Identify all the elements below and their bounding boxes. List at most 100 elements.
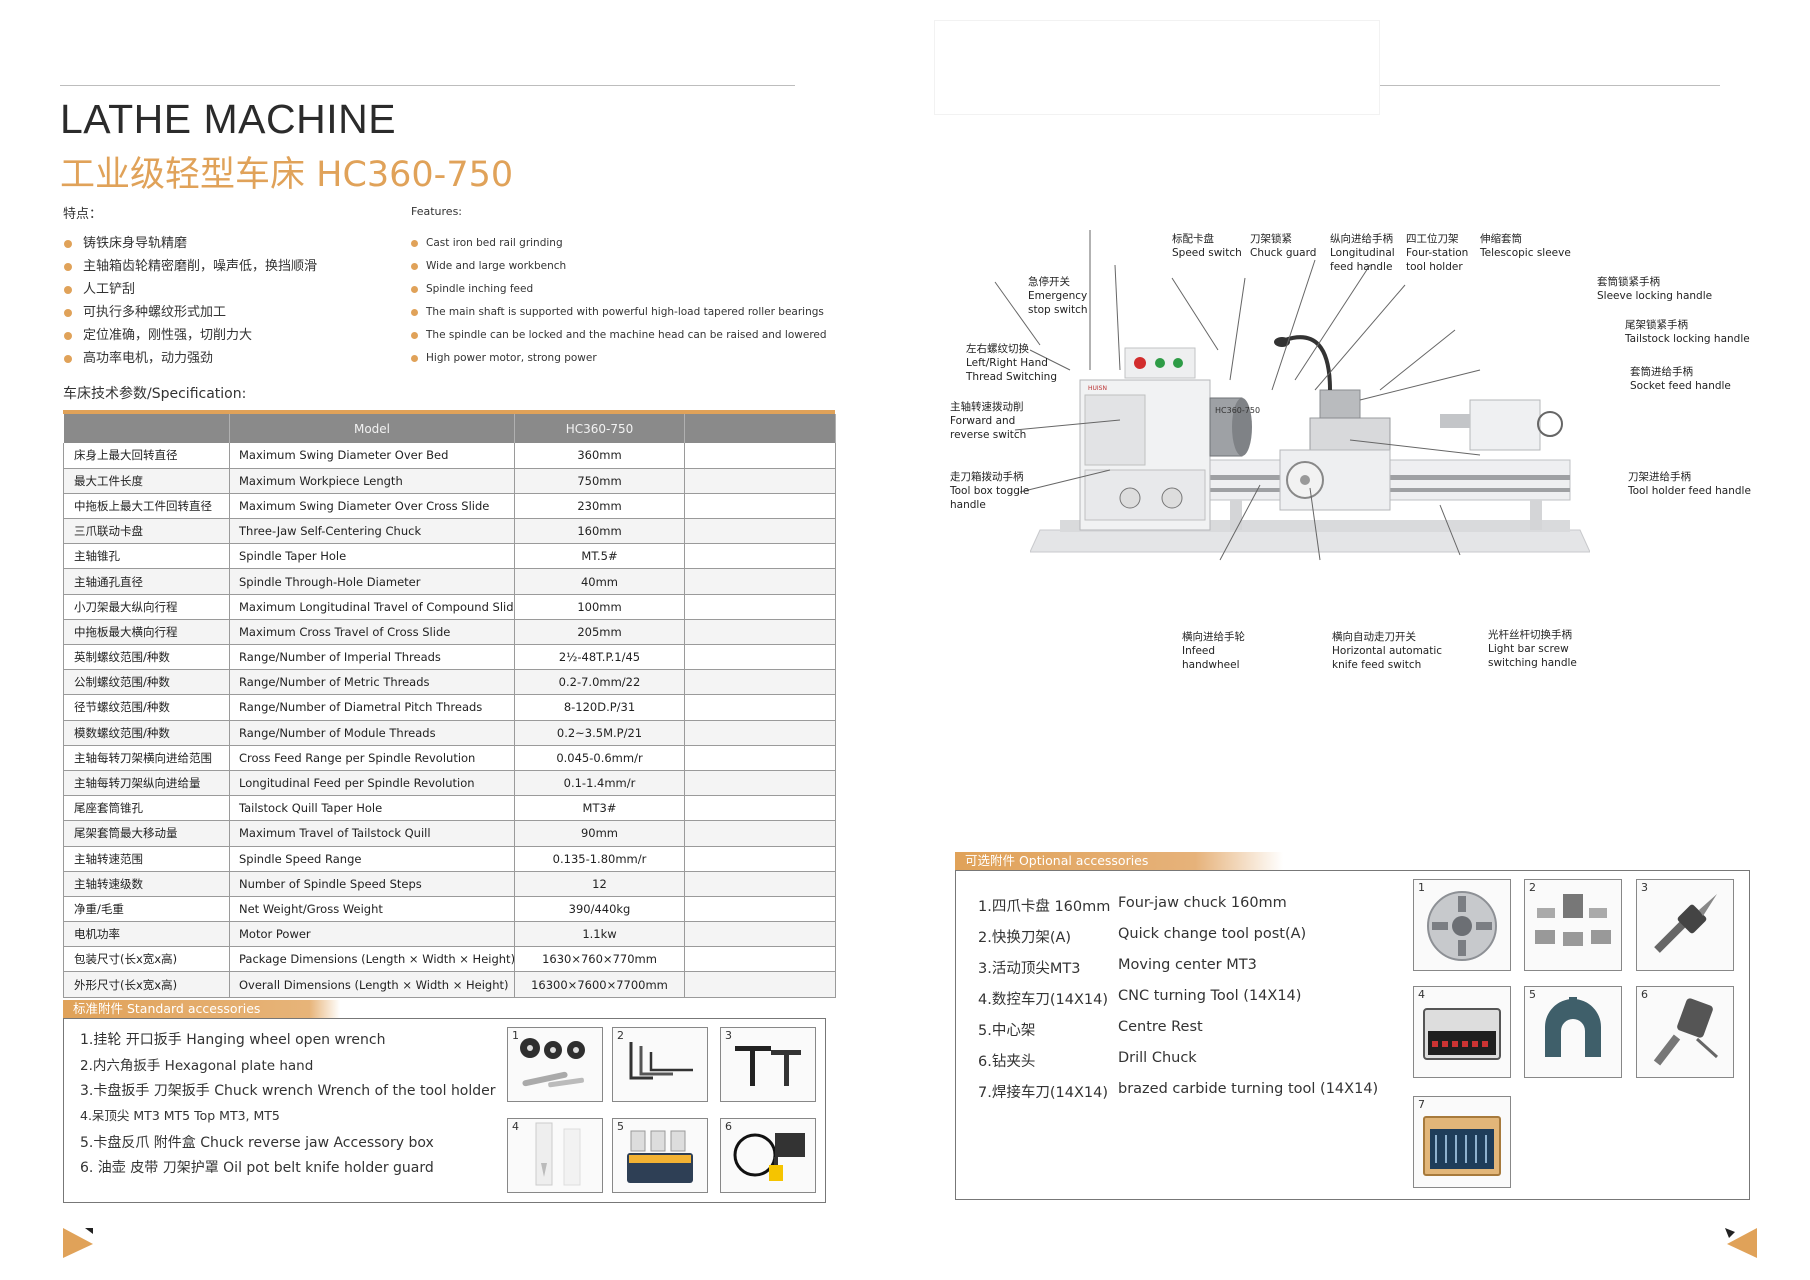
spec-cell-en: Package Dimensions (Length × Width × Hei… bbox=[229, 946, 515, 973]
optional-item-en: Drill Chuck bbox=[1118, 1050, 1197, 1066]
standard-accessories-heading: 标准附件 Standard accessories bbox=[63, 1000, 833, 1018]
spec-cell-en: Motor Power bbox=[229, 921, 515, 948]
spec-cell-value: 100mm bbox=[514, 594, 685, 620]
centre-rest-icon bbox=[1545, 997, 1601, 1057]
spec-cell-value: 2½-48T.P.1/45 bbox=[514, 644, 685, 671]
spec-cell-value: 750mm bbox=[514, 468, 685, 494]
carbide-tool-case-icon bbox=[1423, 1116, 1501, 1176]
spec-cell-en: Range/Number of Imperial Threads bbox=[229, 644, 515, 671]
spec-cell-cn: 三爪联动卡盘 bbox=[63, 518, 230, 545]
spec-cell-cn: 床身上最大回转直径 bbox=[63, 443, 230, 469]
label-socket-feed: 套筒进给手柄 Socket feed handle bbox=[1630, 366, 1731, 392]
spec-cell-value: 8-120D.P/31 bbox=[514, 694, 685, 721]
spec-cell-cn: 模数螺纹范围/种数 bbox=[63, 720, 230, 746]
spec-cell-en: Maximum Cross Travel of Cross Slide bbox=[229, 619, 515, 646]
spec-cell-en: Maximum Longitudinal Travel of Compound … bbox=[229, 594, 515, 620]
spec-title: 车床技术参数/Specification: bbox=[63, 386, 247, 402]
spec-cell-cn: 中拖板上最大工件回转直径 bbox=[63, 493, 230, 520]
label-sleeve-locking: 套筒锁紧手柄 Sleeve locking handle bbox=[1597, 276, 1713, 302]
spec-cell-cn: 公制螺纹范围/种数 bbox=[63, 669, 230, 696]
header-rule-right bbox=[1380, 85, 1720, 86]
label-longitudinal-feed: 纵向进给手柄 Longitudinal feed handle bbox=[1330, 233, 1395, 273]
accessory-box-icon bbox=[627, 1130, 693, 1183]
accessory-thumb-oil-pot: 6 bbox=[720, 1118, 816, 1193]
spec-cell-value: 0.2~3.5M.P/21 bbox=[514, 720, 685, 746]
standard-accessory-line: 3.卡盘扳手 刀架扳手 Chuck wrench Wrench of the t… bbox=[80, 1083, 496, 1099]
feature-en-item: The spindle can be locked and the machin… bbox=[410, 324, 827, 347]
feature-en-item: High power motor, strong power bbox=[410, 347, 827, 370]
spec-cell-cn: 小刀架最大纵向行程 bbox=[63, 594, 230, 620]
spec-cell-en: Range/Number of Metric Threads bbox=[229, 669, 515, 696]
optional-thumb-cnc-tool: 4 bbox=[1413, 986, 1511, 1078]
spec-cell-en: Cross Feed Range per Spindle Revolution bbox=[229, 745, 515, 771]
spec-row: 外形尺寸(长x宽x高)Overall Dimensions (Length × … bbox=[63, 971, 836, 998]
features-en-list: Cast iron bed rail grinding Wide and lar… bbox=[410, 232, 827, 370]
spec-cell-value: 16300×7600×7700mm bbox=[514, 971, 685, 998]
features-en-label: Features: bbox=[411, 205, 463, 218]
spec-cell-value: 90mm bbox=[514, 820, 685, 847]
spec-cell-cn: 中拖板最大横向行程 bbox=[63, 619, 230, 646]
oil-pot-icon bbox=[733, 1133, 805, 1181]
spec-cell-en: Maximum Swing Diameter Over Bed bbox=[229, 443, 515, 469]
spec-cell-cn: 主轴转速级数 bbox=[63, 871, 230, 897]
feature-en-item: The main shaft is supported with powerfu… bbox=[410, 301, 827, 324]
spec-cell-cn: 英制螺纹范围/种数 bbox=[63, 644, 230, 671]
page-subtitle: 工业级轻型车床 HC360-750 bbox=[60, 155, 514, 195]
accessory-thumb-hex-keys: 2 bbox=[612, 1027, 708, 1102]
gear-wheels-icon bbox=[520, 1038, 585, 1088]
optional-item-en: Quick change tool post(A) bbox=[1118, 926, 1307, 942]
spec-cell-value: 160mm bbox=[514, 518, 685, 545]
spec-cell-value: 0.135-1.80mm/r bbox=[514, 846, 685, 872]
optional-item-cn: 2.快换刀架(A) bbox=[978, 930, 1072, 946]
spec-cell-value: 360mm bbox=[514, 443, 685, 469]
spec-cell-value: MT3# bbox=[514, 795, 685, 822]
optional-accessories-box: 1.四爪卡盘 160mm Four-jaw chuck 160mm 2.快换刀架(A… bbox=[955, 870, 1750, 1200]
optional-item-cn: 1.四爪卡盘 160mm bbox=[978, 899, 1111, 915]
label-light-bar-screw: 光杆丝杆切换手柄 Light bar screw switching handl… bbox=[1488, 629, 1577, 669]
spec-cell-value: 12 bbox=[514, 871, 685, 897]
feature-en-item: Cast iron bed rail grinding bbox=[410, 232, 827, 255]
spec-cell-en: Three-Jaw Self-Centering Chuck bbox=[229, 518, 515, 545]
standard-accessory-line: 5.卡盘反爪 附件盒 Chuck reverse jaw Accessory b… bbox=[80, 1135, 434, 1151]
header-blank-box bbox=[934, 20, 1380, 115]
spec-cell-value: 0.045-0.6mm/r bbox=[514, 745, 685, 771]
spec-cell-value: MT.5# bbox=[514, 543, 685, 570]
optional-item-en: Four-jaw chuck 160mm bbox=[1118, 895, 1287, 911]
spec-cell-en: Spindle Taper Hole bbox=[229, 543, 515, 570]
features-cn-label: 特点： bbox=[63, 207, 103, 222]
optional-accessories-heading: 可选附件 Optional accessories bbox=[955, 852, 1755, 870]
label-tailstock-locking: 尾架锁紧手柄 Tailstock locking handle bbox=[1625, 319, 1750, 345]
dead-center-icon bbox=[535, 1122, 581, 1186]
spec-cell-cn: 包装尺寸(长x宽x高) bbox=[63, 946, 230, 973]
label-infeed-handwheel: 横向进给手轮 Infeed handwheel bbox=[1182, 631, 1245, 671]
optional-item-cn: 4.数控车刀(14X14) bbox=[978, 992, 1108, 1008]
accessory-thumb-centers: 4 bbox=[507, 1118, 603, 1193]
optional-item-en: brazed carbide turning tool (14X14) bbox=[1118, 1081, 1379, 1097]
feature-cn-item: 主轴箱齿轮精密磨削，噪声低，换挡顺滑 bbox=[61, 255, 317, 278]
feature-cn-item: 定位准确，刚性强，切削力大 bbox=[61, 324, 317, 347]
feature-en-item: Spindle inching feed bbox=[410, 278, 827, 301]
spec-cell-value: 40mm bbox=[514, 568, 685, 595]
spec-cell-cn: 尾座套筒锥孔 bbox=[63, 795, 230, 822]
spec-cell-cn: 主轴通孔直径 bbox=[63, 568, 230, 595]
spec-cell-cn: 主轴锥孔 bbox=[63, 543, 230, 570]
label-horizontal-auto-feed: 横向自动走刀开关 Horizontal automatic knife feed… bbox=[1332, 631, 1443, 671]
optional-item-cn: 5.中心架 bbox=[978, 1023, 1036, 1039]
lathe-machine-illustration: HC360-750 HUISN bbox=[1030, 335, 1590, 553]
spec-cell-value: 0.1-1.4mm/r bbox=[514, 770, 685, 797]
spec-cell-cn: 净重/毛重 bbox=[63, 896, 230, 923]
page-title: LATHE MACHINE bbox=[60, 96, 397, 142]
page-corner-right-icon bbox=[1725, 1228, 1757, 1258]
